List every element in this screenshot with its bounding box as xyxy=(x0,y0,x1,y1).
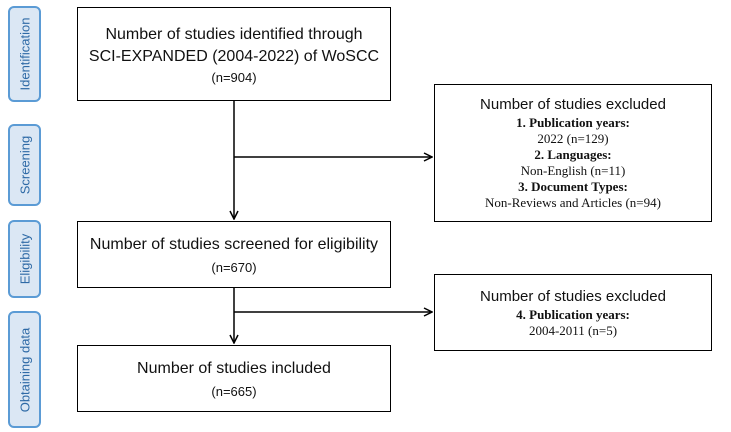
screened-title: Number of studies screened for eligibili… xyxy=(89,236,379,253)
criterion-2-value: Non-English (n=11) xyxy=(520,163,626,178)
box-studies-screened: Number of studies screened for eligibili… xyxy=(77,221,391,288)
stage-identification: Identification xyxy=(8,6,41,102)
included-title: Number of studies included xyxy=(137,360,331,377)
criterion-3-heading: 3. Document Types: xyxy=(518,179,628,194)
stage-eligibility: Eligibility xyxy=(8,220,41,298)
box-studies-included: Number of studies included (n=665) xyxy=(77,345,391,412)
criterion-4-value: 2004-2011 (n=5) xyxy=(528,322,618,338)
screened-count: (n=670) xyxy=(211,260,257,275)
criterion-4-heading: 4. Publication years: xyxy=(516,306,630,322)
identified-count: (n=904) xyxy=(211,69,257,85)
criterion-3-value: Non-Reviews and Articles (n=94) xyxy=(485,195,661,210)
criterion-1-heading: 1. Publication years: xyxy=(516,115,630,130)
box-studies-excluded-2: Number of studies excluded 4. Publicatio… xyxy=(434,274,712,351)
stage-screening: Screening xyxy=(8,124,41,206)
criterion-2-heading: 2. Languages: xyxy=(534,147,612,162)
box-studies-excluded-1: Number of studies excluded 1. Publicatio… xyxy=(434,84,712,222)
box-studies-identified: Number of studies identified through SCI… xyxy=(77,7,391,101)
excluded-2-title: Number of studies excluded xyxy=(480,287,666,305)
identified-line-2: SCI-EXPANDED (2004-2022) of WoSCC xyxy=(88,47,380,65)
criterion-1-value: 2022 (n=129) xyxy=(537,131,609,146)
excluded-1-title: Number of studies excluded xyxy=(480,96,666,113)
identified-line-1: Number of studies identified through xyxy=(105,25,363,43)
included-count: (n=665) xyxy=(211,384,257,399)
stage-obtaining-data: Obtaining data xyxy=(8,311,41,428)
